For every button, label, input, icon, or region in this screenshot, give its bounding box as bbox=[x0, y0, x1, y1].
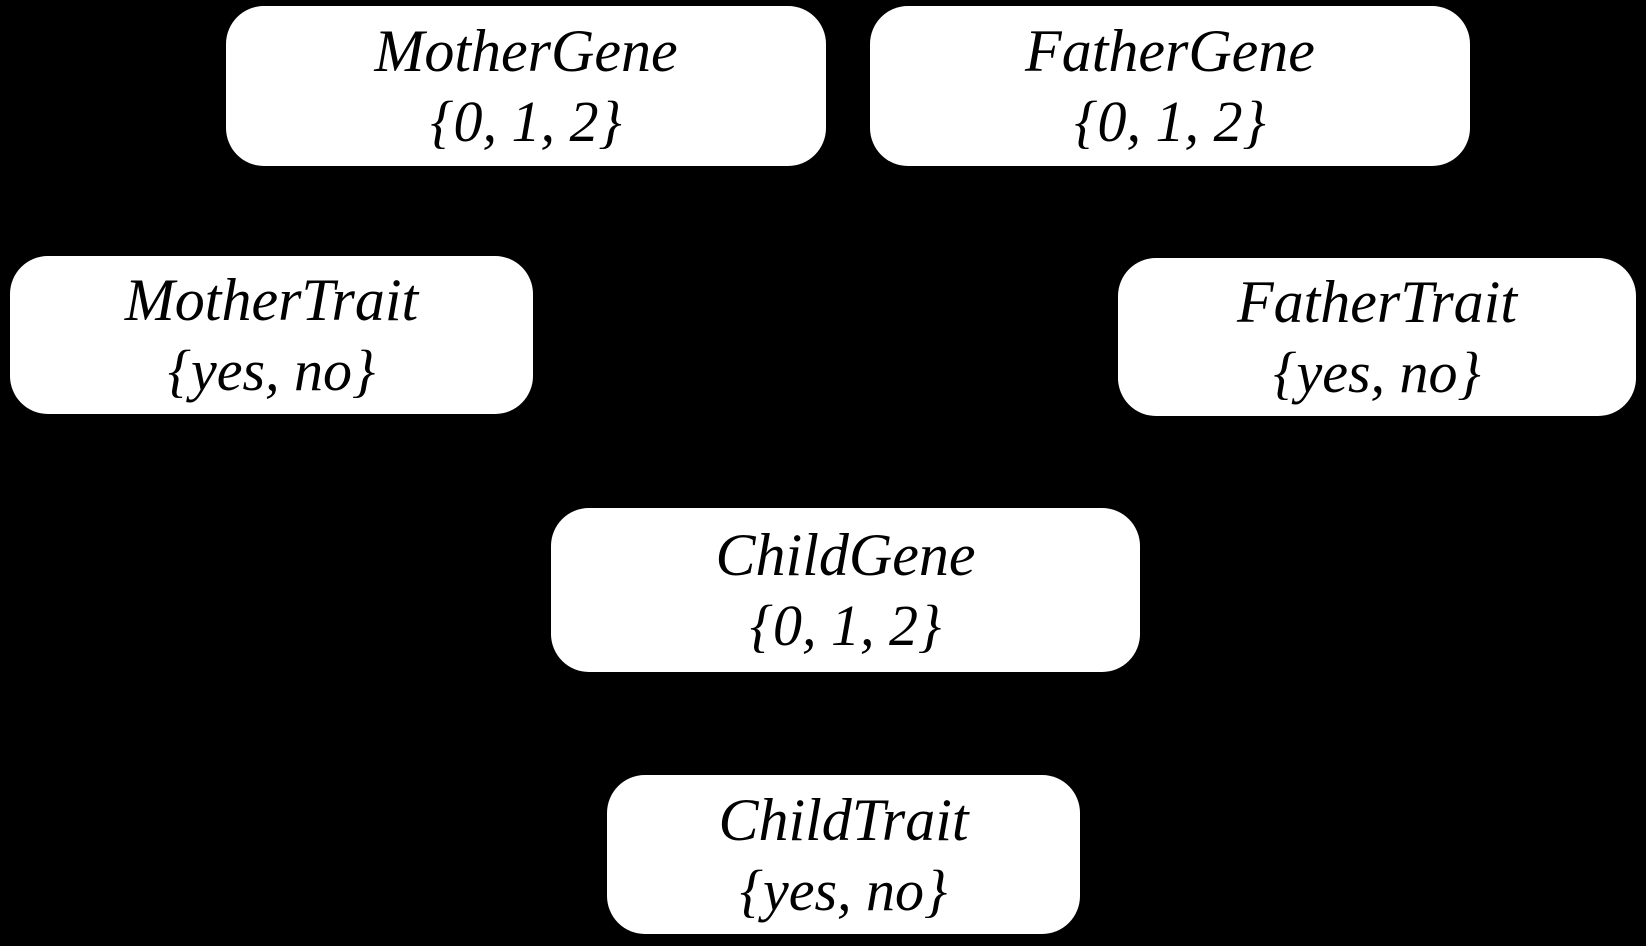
node-mother-trait-domain: {yes, no} bbox=[167, 338, 376, 404]
node-child-trait: ChildTrait {yes, no} bbox=[607, 775, 1080, 934]
node-mother-trait: MotherTrait {yes, no} bbox=[10, 256, 533, 414]
node-father-trait-label: FatherTrait bbox=[1236, 269, 1518, 336]
node-father-gene-domain: {0, 1, 2} bbox=[1074, 89, 1266, 155]
node-child-trait-label: ChildTrait bbox=[718, 786, 969, 853]
node-father-gene: FatherGene {0, 1, 2} bbox=[870, 6, 1470, 166]
node-mother-gene-label: MotherGene bbox=[374, 18, 678, 85]
node-child-gene-label: ChildGene bbox=[715, 522, 976, 589]
node-father-trait: FatherTrait {yes, no} bbox=[1118, 258, 1636, 416]
node-mother-gene-domain: {0, 1, 2} bbox=[430, 89, 622, 155]
node-mother-gene: MotherGene {0, 1, 2} bbox=[226, 6, 826, 166]
node-mother-trait-label: MotherTrait bbox=[124, 267, 419, 334]
node-father-trait-domain: {yes, no} bbox=[1273, 340, 1481, 406]
node-father-gene-label: FatherGene bbox=[1025, 18, 1315, 85]
node-child-gene-domain: {0, 1, 2} bbox=[749, 593, 942, 659]
node-child-gene: ChildGene {0, 1, 2} bbox=[551, 508, 1140, 672]
node-child-trait-domain: {yes, no} bbox=[739, 857, 948, 923]
